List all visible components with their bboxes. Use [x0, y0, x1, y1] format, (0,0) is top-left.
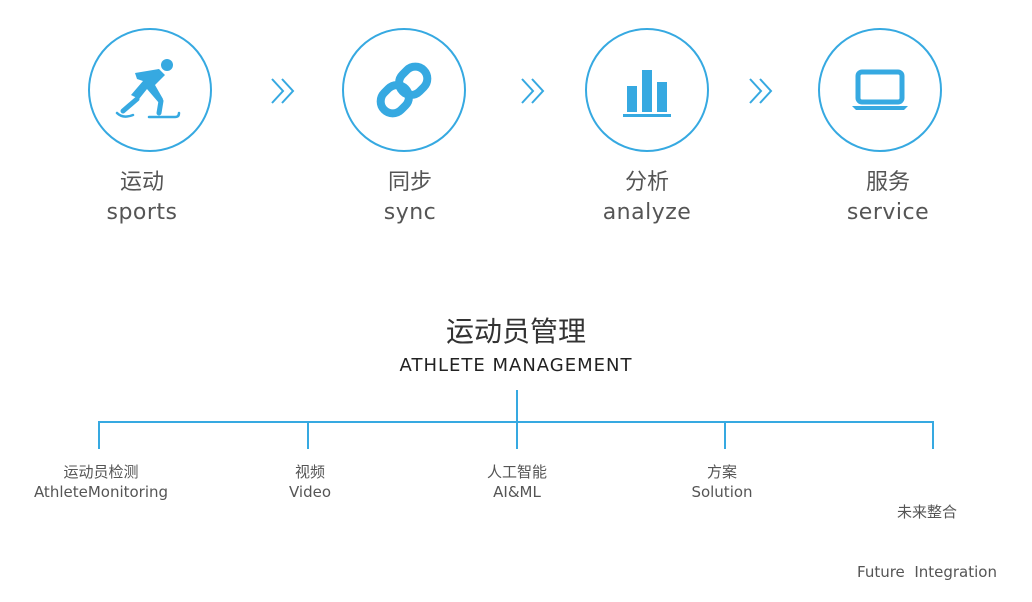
branch-solution: 方案 Solution [622, 462, 822, 502]
branch-cn: 人工智能 [486, 463, 547, 481]
branch-en: AthleteMonitoring [33, 483, 169, 501]
branch-en: Future Integration [857, 563, 997, 581]
tree-branch [516, 421, 518, 449]
branch-athlete-monitoring: 运动员检测 AthleteMonitoring [1, 462, 201, 502]
branch-cn: 视频 [294, 463, 325, 481]
management-subtitle: ATHLETE MANAGEMENT [399, 355, 633, 376]
tree-trunk [516, 390, 518, 422]
double-chevron-right-icon [271, 78, 295, 104]
branch-en: Video [288, 483, 332, 501]
tree-branch [98, 421, 100, 449]
branch-cn: 未来整合 [896, 503, 957, 521]
double-chevron-right-icon [749, 78, 773, 104]
step-en: analyze [602, 200, 692, 225]
skater-icon [115, 59, 181, 119]
laptop-icon [852, 69, 908, 110]
branch-cn: 运动员检测 [63, 463, 139, 481]
step-circle-sync [342, 28, 466, 152]
branch-future-integration: 未来整合 Future Integration [827, 462, 1027, 602]
step-circle-sports [88, 28, 212, 152]
management-title: 运动员管理 [445, 315, 586, 348]
step-label-sync: 同步 sync [320, 168, 500, 228]
branch-cn: 方案 [706, 463, 737, 481]
link-icon [376, 62, 432, 118]
tree-branch [724, 421, 726, 449]
double-chevron-right-icon [521, 78, 545, 104]
step-cn: 服务 [865, 170, 910, 195]
tree-branch [307, 421, 309, 449]
step-circle-service [818, 28, 942, 152]
step-cn: 同步 [387, 170, 432, 195]
step-en: sync [383, 200, 437, 225]
branch-ai-ml: 人工智能 AI&ML [417, 462, 617, 502]
branch-video: 视频 Video [210, 462, 410, 502]
step-label-service: 服务 service [798, 168, 978, 228]
step-circle-analyze [585, 28, 709, 152]
step-en: sports [106, 200, 178, 225]
bar-chart-icon [623, 70, 671, 117]
branch-en: Solution [691, 483, 753, 501]
branch-en: AI&ML [493, 483, 541, 501]
step-label-sports: 运动 sports [52, 168, 232, 228]
step-cn: 分析 [624, 170, 669, 195]
step-en: service [846, 200, 930, 225]
step-cn: 运动 [119, 170, 164, 195]
tree-branch [932, 421, 934, 449]
step-label-analyze: 分析 analyze [557, 168, 737, 228]
